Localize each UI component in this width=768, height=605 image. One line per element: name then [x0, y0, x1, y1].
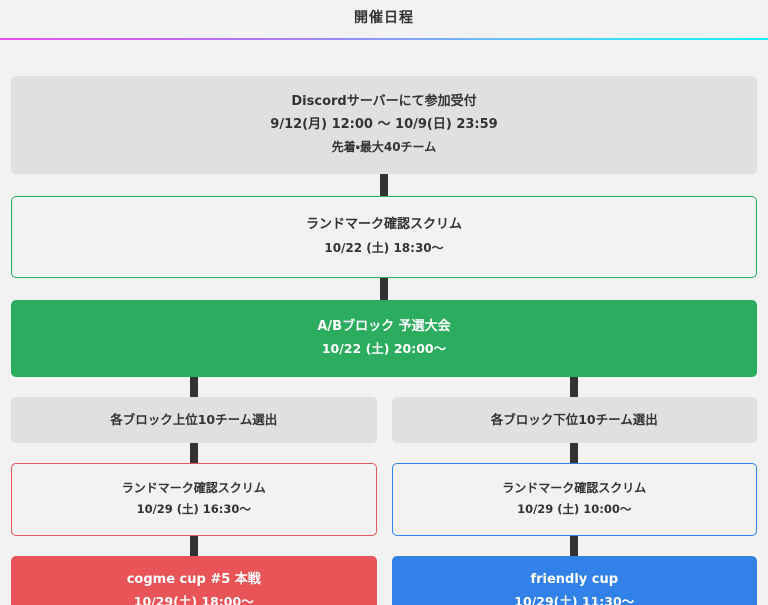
qualifier-title: A/Bブロック 予選大会 [317, 319, 451, 334]
page-title: 開催日程 [354, 10, 414, 26]
connector-bottom-selection-to-scrim [570, 443, 579, 463]
connector-top-selection-to-scrim [189, 443, 198, 463]
connector-intake-to-scrim [380, 174, 388, 196]
flow-container: Discordサーバーにて参加受付 9/12(月) 12:00 〜 10/9(日… [0, 76, 768, 605]
entry-intake-capacity: 先着・最大40チーム [331, 140, 437, 154]
connector-col-left-2 [11, 443, 377, 463]
page-header: 開催日程 [0, 0, 768, 40]
connector-row-branch [11, 377, 757, 397]
final-row: cogme cup #5 本戦 10/29(土) 18:00〜 YouTube配… [11, 556, 757, 605]
selection-bottom10-label: 各ブロック下位10チーム選出 [490, 412, 658, 427]
branch-left-final: cogme cup #5 本戦 10/29(土) 18:00〜 YouTube配… [11, 556, 377, 605]
cogme-cup-final-title: cogme cup #5 本戦 [126, 572, 261, 587]
connector-scrim-to-cogme-cup [189, 536, 198, 556]
selection-row: 各ブロック上位10チーム選出 各ブロック下位10チーム選出 [11, 397, 757, 443]
gradient-divider [0, 38, 768, 40]
landmark-scrim-friendly-title: ランドマーク確認スクリム [502, 481, 647, 495]
sub-scrim-row: ランドマーク確認スクリム 10/29 (土) 16:30〜 ランドマーク確認スク… [11, 463, 757, 536]
connector-qualifier-to-top-selection [189, 377, 198, 397]
step-card-friendly-cup: friendly cup 10/29(土) 11:30〜 YouTube配信 1… [391, 556, 757, 605]
cogme-cup-final-time: 10/29(土) 18:00〜 [133, 594, 254, 605]
step-card-landmark-scrim-friendly: ランドマーク確認スクリム 10/29 (土) 10:00〜 [391, 463, 757, 536]
step-card-cogme-cup-final: cogme cup #5 本戦 10/29(土) 18:00〜 YouTube配… [11, 556, 377, 605]
step-card-selection-top10: 各ブロック上位10チーム選出 [11, 397, 377, 443]
branch-right-final: friendly cup 10/29(土) 11:30〜 YouTube配信 1… [391, 556, 757, 605]
step-card-entry-intake: Discordサーバーにて参加受付 9/12(月) 12:00 〜 10/9(日… [11, 76, 757, 174]
step-card-landmark-scrim-main: ランドマーク確認スクリム 10/22 (土) 18:30〜 [11, 196, 757, 278]
landmark-scrim-main-event-time: 10/29 (土) 16:30〜 [136, 502, 251, 516]
connector-scrim-to-friendly-cup [570, 536, 579, 556]
connector-qualifier-to-bottom-selection [570, 377, 579, 397]
landmark-scrim-main-event-title: ランドマーク確認スクリム [121, 481, 266, 495]
entry-intake-period: 9/12(月) 12:00 〜 10/9(日) 23:59 [270, 117, 498, 132]
step-card-qualifier: A/Bブロック 予選大会 10/22 (土) 20:00〜 [11, 300, 757, 377]
connector-scrim-to-qualifier [380, 278, 388, 300]
connector-col-left [11, 377, 377, 397]
branch-right-selection: 各ブロック下位10チーム選出 [391, 397, 757, 443]
friendly-cup-time: 10/29(土) 11:30〜 [514, 594, 635, 605]
branch-right-scrim: ランドマーク確認スクリム 10/29 (土) 10:00〜 [391, 463, 757, 536]
connector-row-selection-to-scrim [11, 443, 757, 463]
landmark-scrim-main-time: 10/22 (土) 18:30〜 [324, 241, 444, 255]
connector-col-right-2 [392, 443, 758, 463]
entry-intake-title: Discordサーバーにて参加受付 [291, 94, 477, 109]
qualifier-time: 10/22 (土) 20:00〜 [321, 341, 447, 356]
connector-col-left-3 [11, 536, 377, 556]
step-card-selection-bottom10: 各ブロック下位10チーム選出 [391, 397, 757, 443]
friendly-cup-title: friendly cup [530, 572, 619, 587]
connector-col-right [392, 377, 758, 397]
branch-left-scrim: ランドマーク確認スクリム 10/29 (土) 16:30〜 [11, 463, 377, 536]
landmark-scrim-friendly-time: 10/29 (土) 10:00〜 [517, 502, 632, 516]
landmark-scrim-main-title: ランドマーク確認スクリム [305, 217, 462, 232]
branch-left-selection: 各ブロック上位10チーム選出 [11, 397, 377, 443]
selection-top10-label: 各ブロック上位10チーム選出 [110, 412, 278, 427]
connector-col-right-3 [392, 536, 758, 556]
connector-row-scrim-to-final [11, 536, 757, 556]
step-card-landmark-scrim-main-event: ランドマーク確認スクリム 10/29 (土) 16:30〜 [11, 463, 377, 536]
